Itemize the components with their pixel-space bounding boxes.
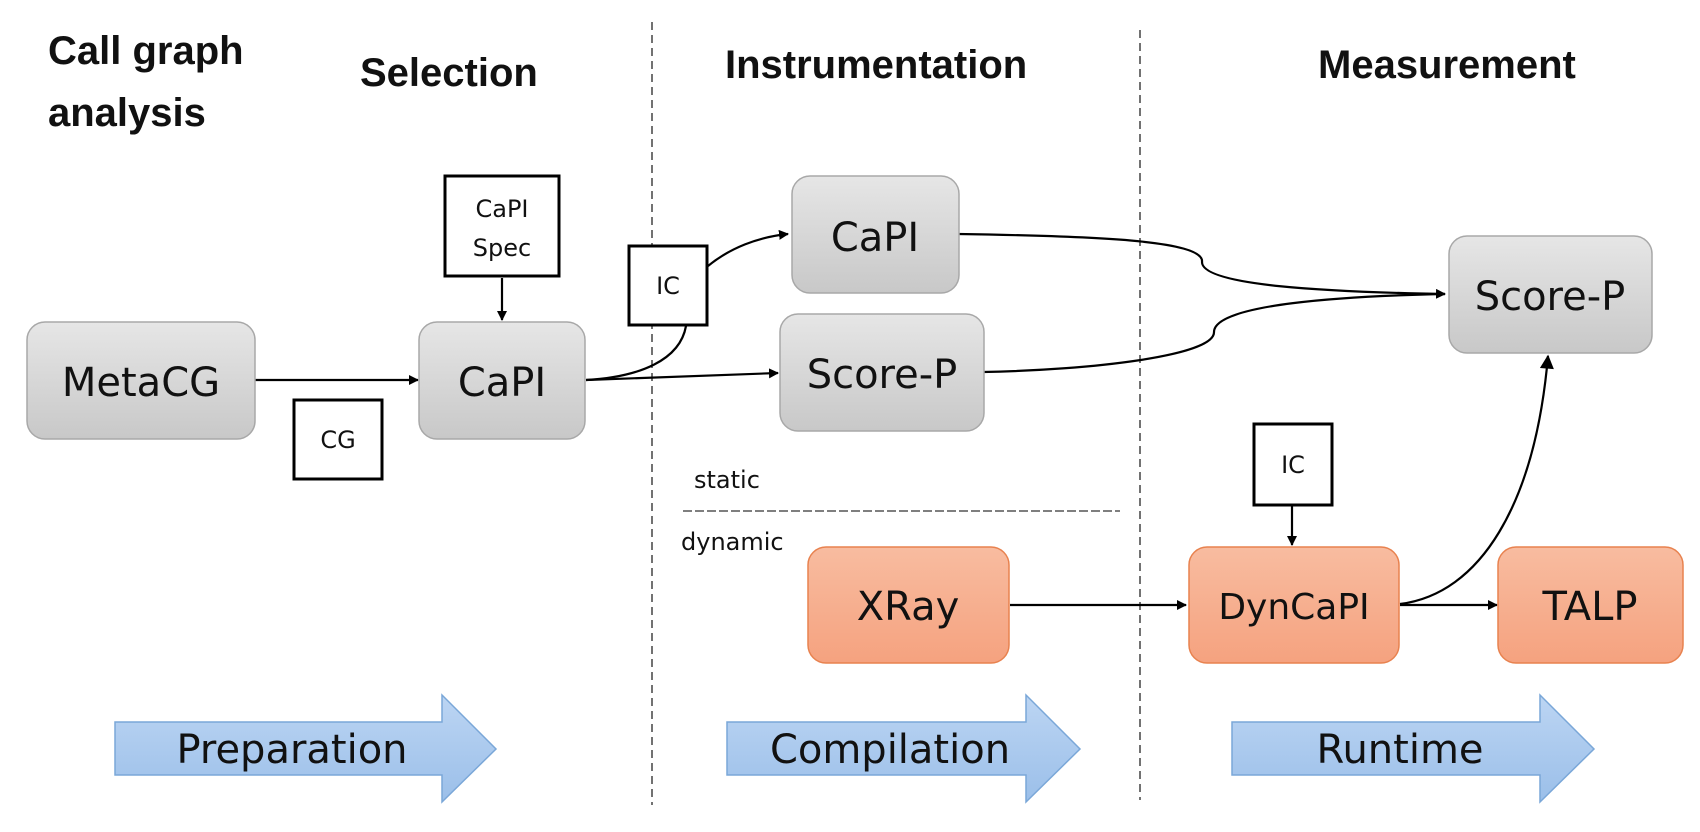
node-xray: XRay [807, 546, 1010, 664]
edge-capi-to-scorep-instr [585, 368, 779, 382]
phase-runtime-arrow: Runtime [1231, 693, 1596, 804]
node-capi-instrumentation: CaPI [791, 175, 960, 294]
node-capi-selection-label: CaPI [458, 360, 546, 406]
node-capi-instrumentation-label: CaPI [831, 215, 919, 261]
artifact-capi-spec: CaPI Spec [443, 174, 561, 278]
node-scorep-measurement-label: Score-P [1475, 274, 1626, 320]
dynamic-label: dynamic [681, 528, 784, 556]
artifact-ic-static: IC [627, 244, 709, 327]
artifact-capi-spec-line1: CaPI [475, 195, 528, 223]
node-scorep-instrumentation: Score-P [779, 313, 985, 432]
header-instrumentation: Instrumentation [725, 43, 1027, 87]
phase-preparation-arrow: Preparation [114, 693, 498, 804]
edge-capi-to-ic [585, 325, 688, 382]
phase-compilation-arrow: Compilation [726, 693, 1082, 804]
node-capi-selection: CaPI [418, 321, 586, 440]
node-dyncapi: DynCaPI [1188, 546, 1400, 664]
node-metacg-label: MetaCG [62, 360, 220, 406]
artifact-ic-static-label: IC [656, 272, 680, 300]
header-measurement: Measurement [1318, 43, 1576, 87]
node-talp-label: TALP [1541, 584, 1637, 630]
phase-runtime-label: Runtime [1316, 727, 1483, 773]
phase-preparation-label: Preparation [176, 727, 407, 773]
edge-scorep-instr-to-scorep-measure [982, 292, 1446, 374]
edge-ic-to-capi-instr [707, 229, 789, 267]
header-selection: Selection [360, 51, 538, 95]
artifact-capi-spec-line2: Spec [473, 234, 531, 262]
header-callgraph-analysis-line1: Call graph [48, 29, 244, 73]
phase-compilation-label: Compilation [770, 727, 1010, 773]
edge-capi-instr-to-scorep-measure [957, 232, 1446, 299]
edge-dyncapi-to-scorep-measure [1399, 354, 1554, 606]
node-scorep-instrumentation-label: Score-P [807, 352, 958, 398]
node-scorep-measurement: Score-P [1448, 235, 1653, 354]
artifact-ic-dynamic-label: IC [1281, 451, 1305, 479]
node-talp: TALP [1497, 546, 1684, 664]
static-label: static [694, 466, 760, 494]
artifact-cg: CG [292, 398, 384, 481]
artifact-cg-label: CG [320, 426, 355, 454]
node-dyncapi-label: DynCaPI [1218, 587, 1369, 628]
header-callgraph-analysis-line2: analysis [48, 91, 206, 135]
artifact-ic-dynamic: IC [1252, 422, 1334, 507]
node-metacg: MetaCG [26, 321, 256, 440]
node-xray-label: XRay [857, 584, 960, 630]
